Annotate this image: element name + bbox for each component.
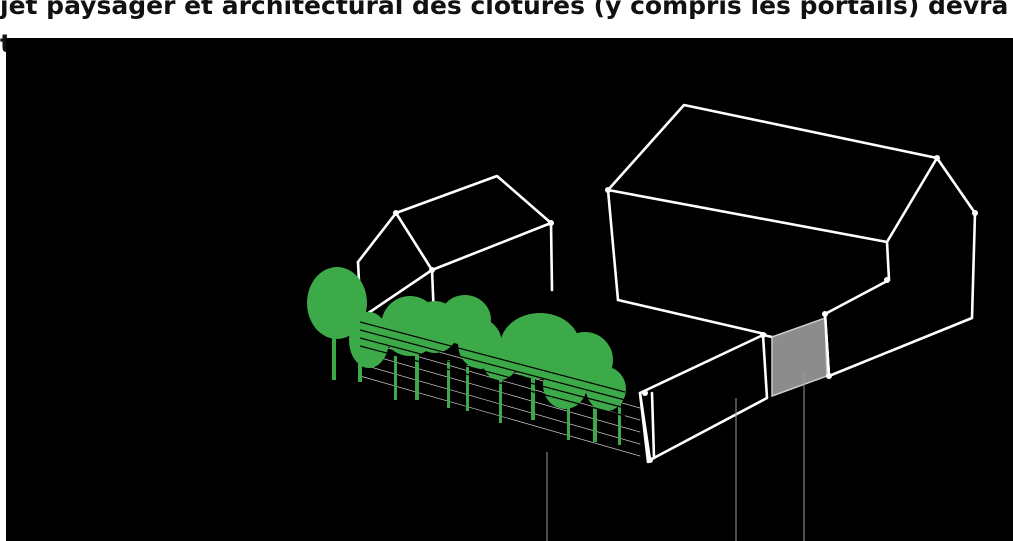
- sketch-canvas: [6, 38, 1013, 541]
- title-line-1: jet paysager et architectural des clôtur…: [0, 0, 1013, 20]
- tree-hedge: [307, 267, 626, 445]
- fence-diagram: [6, 38, 1013, 541]
- fence-wall: [640, 335, 772, 462]
- gate-panel: [772, 318, 827, 396]
